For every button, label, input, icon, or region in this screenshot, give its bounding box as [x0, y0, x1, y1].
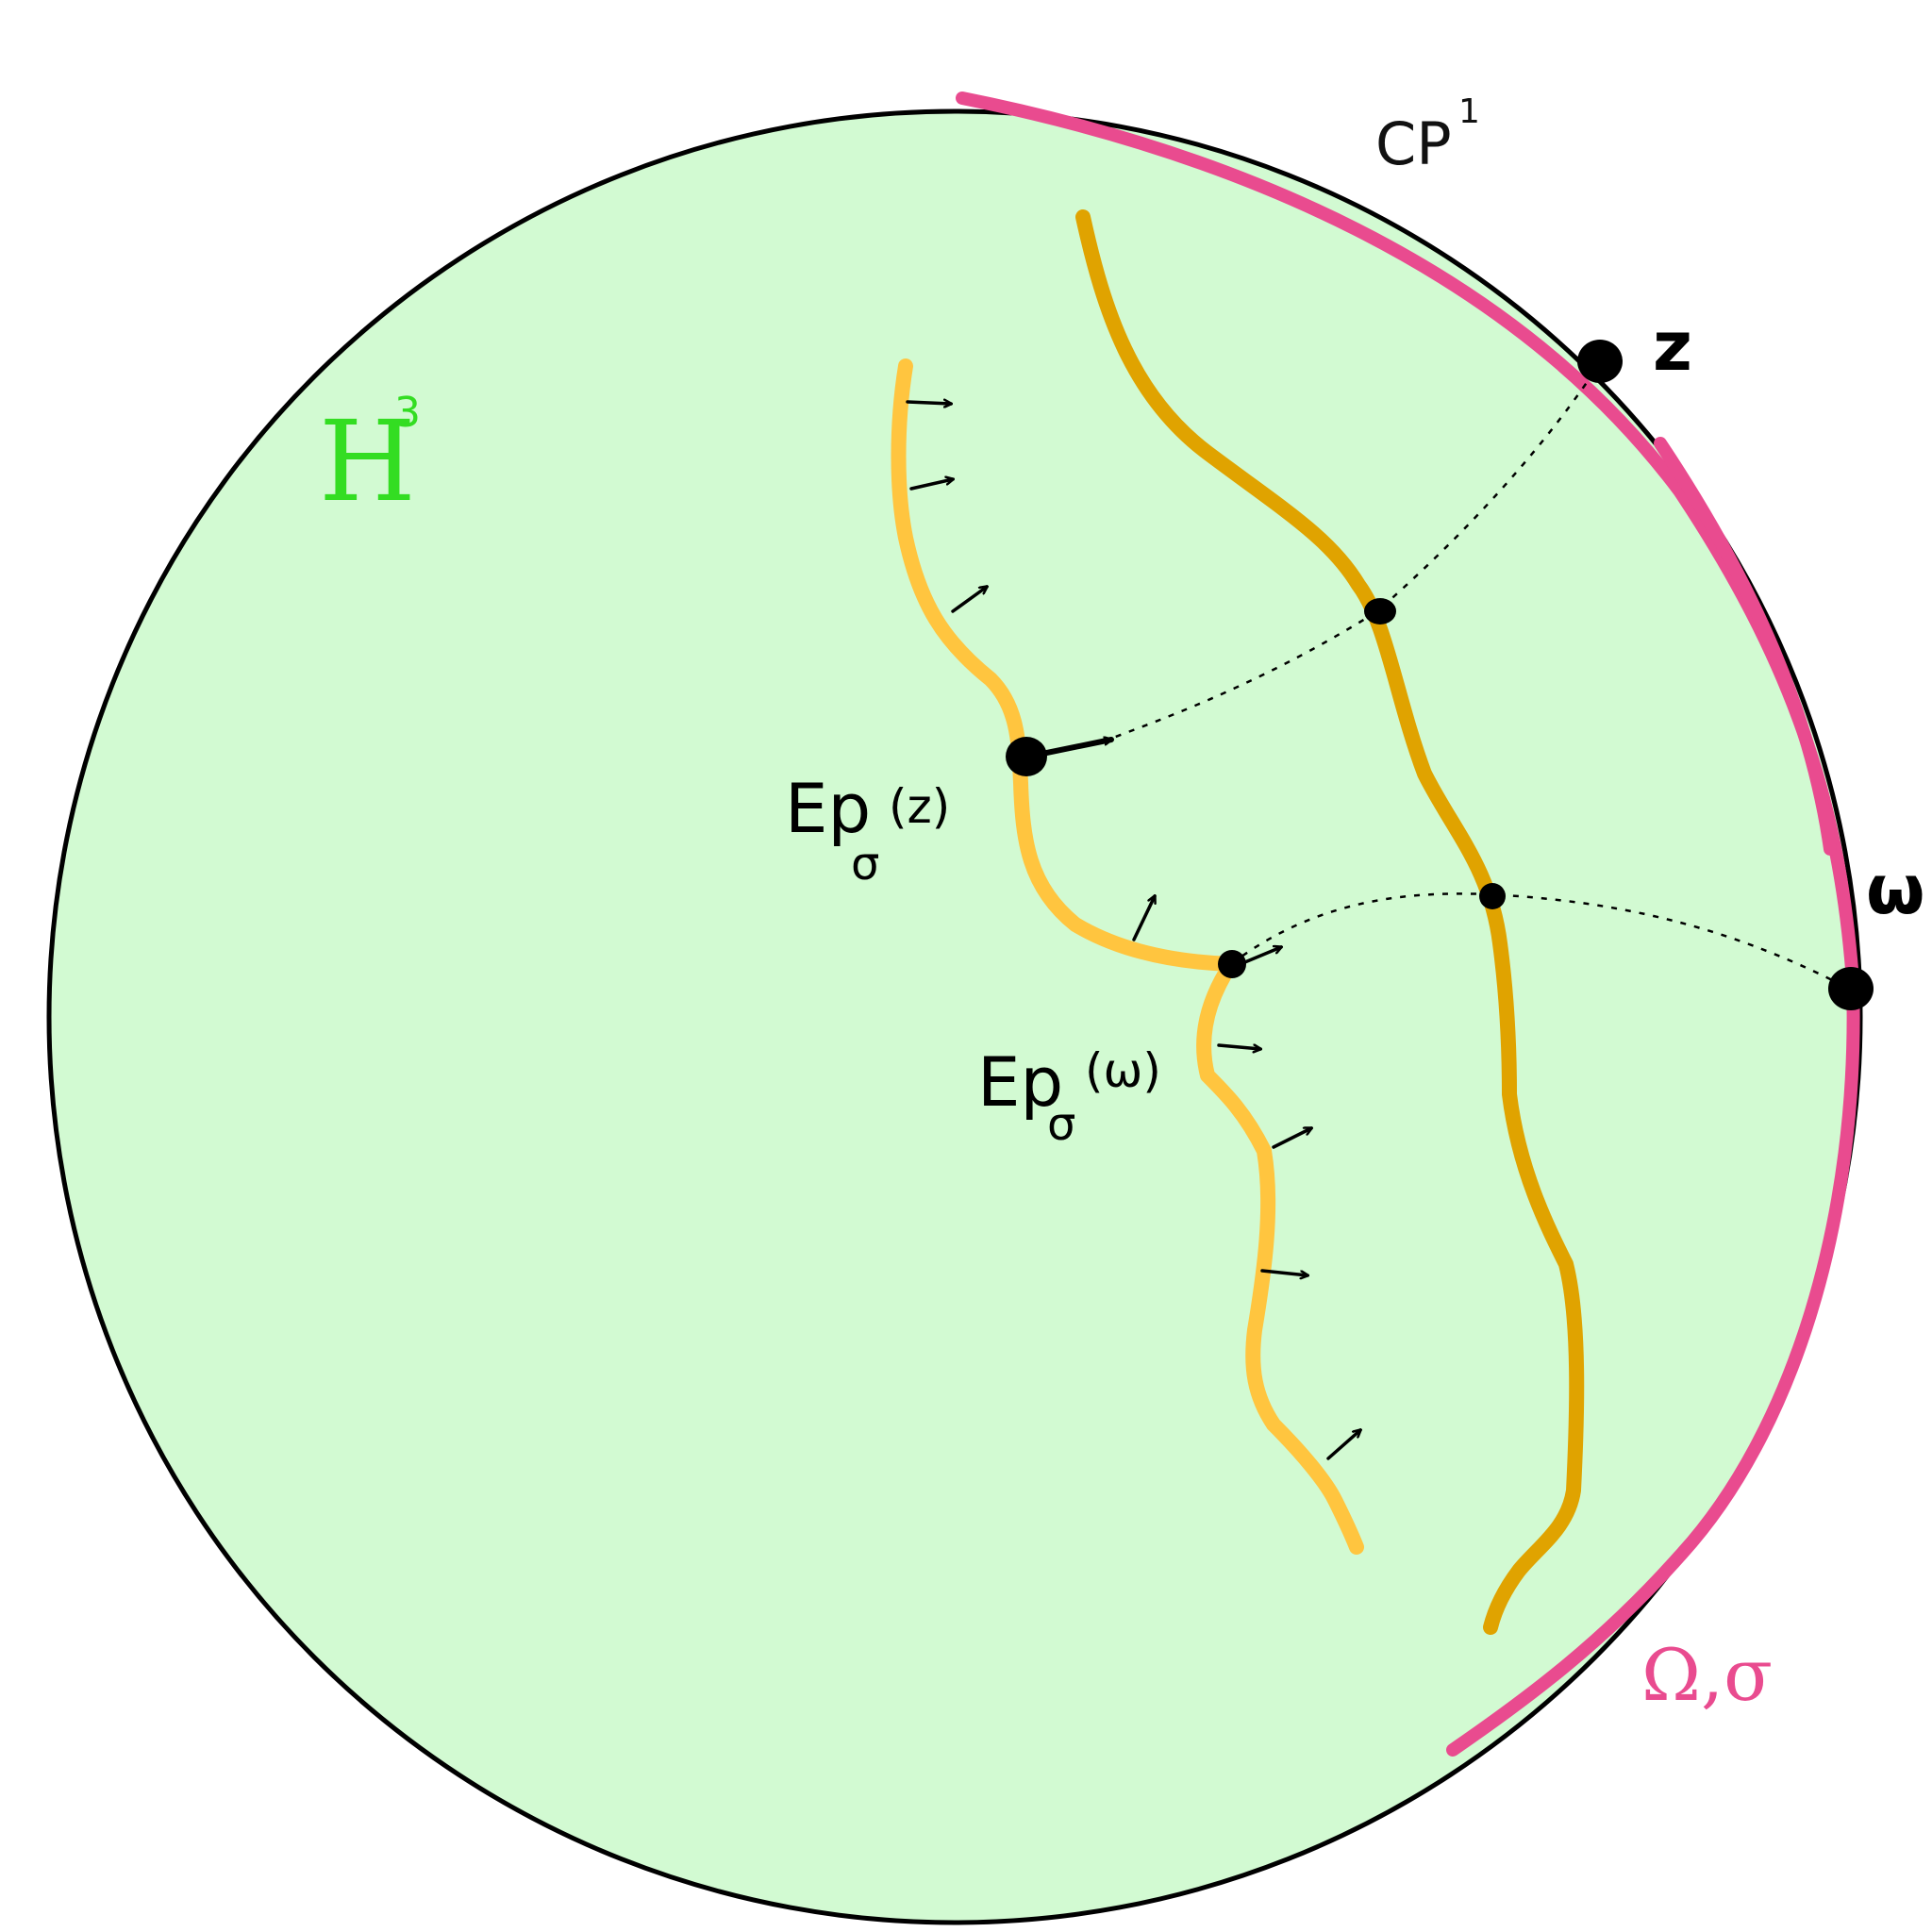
point-dark-surface-upper — [1364, 598, 1396, 625]
normal-arrow — [1272, 1126, 1311, 1149]
normal-arrows — [906, 402, 1360, 1460]
ep-w-label-arg: (ω) — [1085, 1043, 1161, 1098]
point-w — [1828, 967, 1874, 1010]
ep-w-label-sub: σ — [1047, 1098, 1075, 1151]
hyperbolic-ball — [46, 108, 1863, 1925]
points — [1006, 340, 1874, 1010]
point-z-label: z — [1653, 307, 1692, 386]
point-dark-surface-lower — [1479, 883, 1506, 909]
point-z — [1577, 340, 1623, 383]
region-label: Ω,σ — [1641, 1633, 1773, 1717]
space-label-sup: 3 — [394, 389, 421, 437]
point-ep-z — [1006, 737, 1047, 776]
normal-arrow — [909, 479, 953, 491]
point-ep-w — [1218, 950, 1246, 978]
point-w-label: ω — [1866, 850, 1925, 929]
ep-z-label: Ep — [785, 769, 871, 848]
boundary-region-arc-thick — [1654, 437, 1837, 856]
boundary-region-arc — [956, 92, 1860, 1757]
normal-arrow — [1132, 896, 1155, 941]
ep-z-label-sub: σ — [851, 838, 879, 891]
normal-arrow — [1326, 1430, 1360, 1460]
normal-arrow — [1217, 1043, 1260, 1049]
geodesic-w — [1230, 892, 1850, 991]
ep-w-label: Ep — [977, 1042, 1063, 1122]
normal-arrow — [1260, 1269, 1307, 1275]
boundary-label-sup: 1 — [1458, 92, 1480, 131]
normal-arrow — [951, 587, 987, 613]
boundary-label: CP — [1375, 109, 1452, 178]
normal-arrow — [906, 402, 951, 404]
ep-z-label-arg: (z) — [889, 779, 950, 834]
dark-surface — [1075, 209, 1585, 1635]
space-label: H — [319, 396, 416, 526]
